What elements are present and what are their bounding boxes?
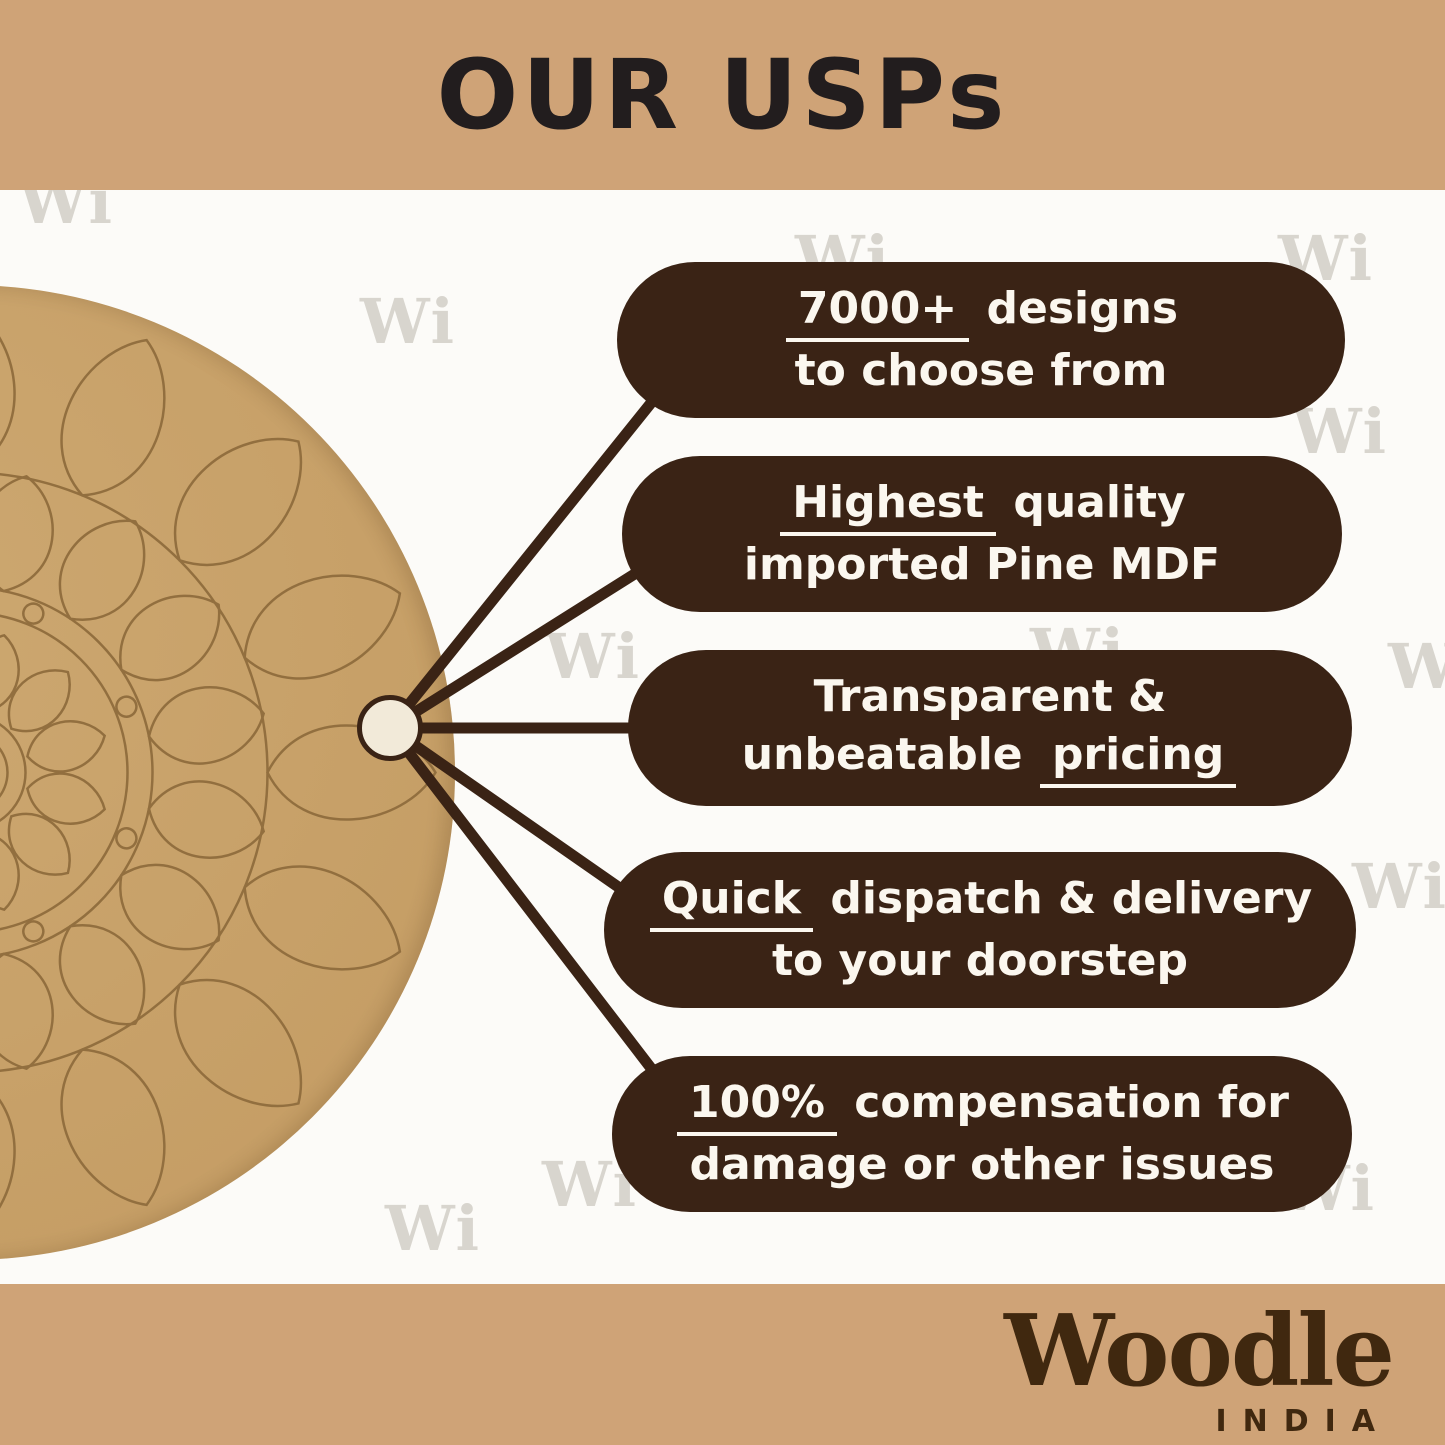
usp-line1: 7000+ designs [784,280,1179,342]
watermark: Wi [1292,395,1389,468]
usp-card-designs: 7000+ designs to choose from [617,262,1345,418]
footer-band [0,1284,1445,1445]
usp-text: designs [971,283,1179,335]
usp-text: imported Pine MDF [743,538,1221,590]
usp-card-pricing: Transparent & unbeatable pricing [628,650,1352,806]
watermark: Wi [1388,630,1445,703]
watermark: Wi [545,620,642,693]
usp-line1: 100% compensation for [675,1074,1289,1136]
usp-text: damage or other issues [689,1138,1275,1190]
mdf-board-circle [0,285,455,1260]
usp-underlined-text: pricing [1039,732,1237,788]
usp-underlined-text: Highest [780,480,997,536]
usp-line1: Transparent & [814,668,1167,726]
watermark: Wi [1352,850,1445,923]
usp-line2: to your doorstep [772,932,1188,990]
usp-line1: Highest quality [778,474,1186,536]
usp-text: to your doorstep [771,934,1189,986]
header-band: OUR USPs [0,0,1445,190]
usp-underlined-text: Quick [649,876,813,932]
brand-name: Woodle [1004,1294,1395,1410]
usp-line2: imported Pine MDF [744,536,1220,594]
usp-text: compensation for [838,1077,1289,1129]
usp-underlined-text: 7000+ [785,286,970,342]
usp-line1: Quick dispatch & delivery [648,870,1313,932]
usp-line2: to choose from [795,342,1168,400]
usp-card-compensation: 100% compensation for damage or other is… [612,1056,1352,1212]
usp-text: to choose from [794,344,1168,396]
usp-card-quality: Highest quality imported Pine MDF [622,456,1342,612]
connector-hub [357,695,423,761]
usp-card-dispatch: Quick dispatch & delivery to your doorst… [604,852,1356,1008]
page-title: OUR USPs [436,39,1009,151]
usp-underlined-text: 100% [676,1080,837,1136]
usp-text: unbeatable [741,729,1038,781]
watermark: Wi [385,1192,482,1265]
usp-line2: damage or other issues [690,1136,1275,1194]
brand-country: INDIA [1215,1404,1391,1439]
brand-logo: Woodle INDIA [1004,1294,1395,1439]
mandala-artwork [0,303,437,1242]
watermark: Wi [360,285,457,358]
usp-text: quality [998,477,1186,529]
usp-text: Transparent & [813,671,1167,723]
usp-text: dispatch & delivery [815,873,1313,925]
usp-line2: unbeatable pricing [741,726,1238,788]
